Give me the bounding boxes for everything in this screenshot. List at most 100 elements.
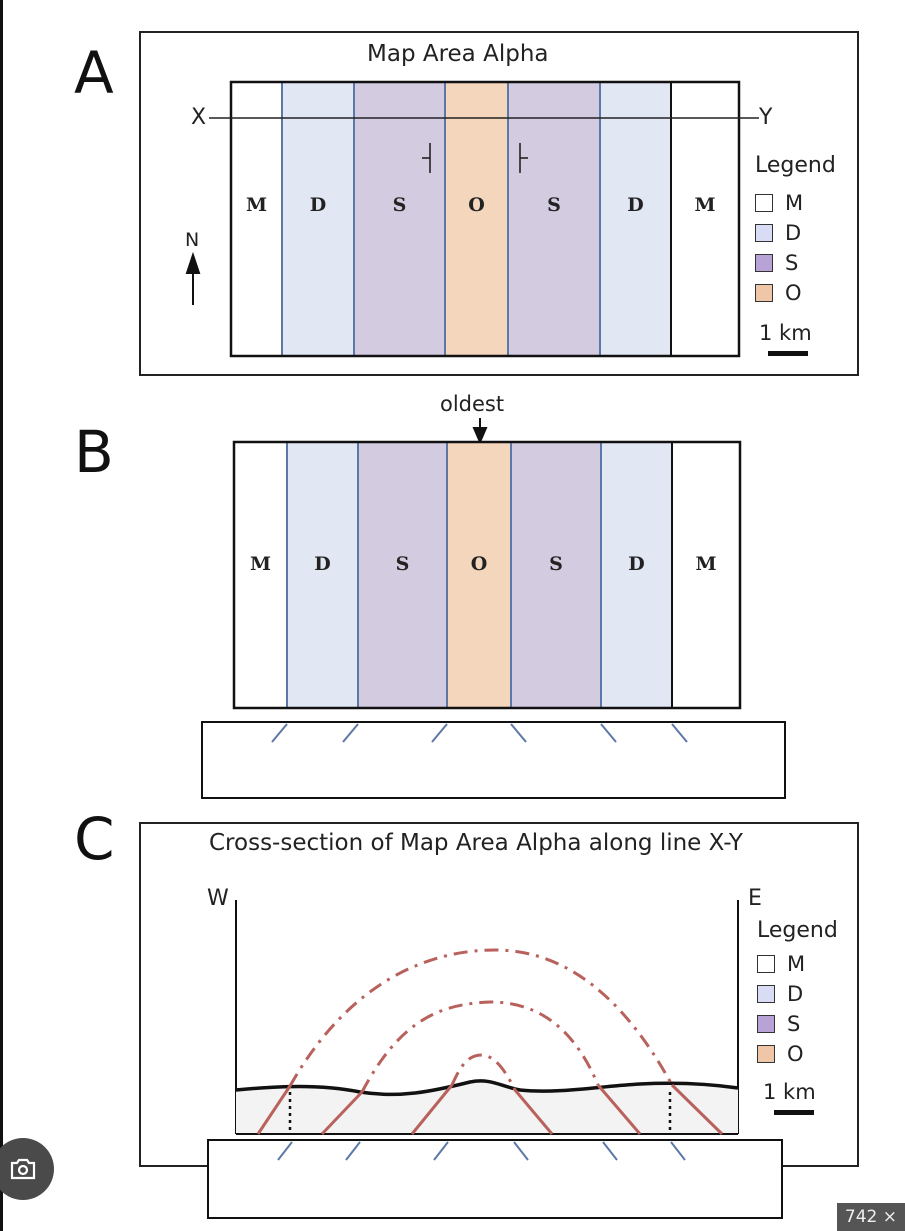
dip-symbol-east [519, 143, 528, 173]
legend-c-label-o: O [787, 1042, 804, 1066]
legend-a-title: Legend [755, 153, 836, 178]
block-c-tick-3 [513, 1141, 529, 1161]
contact-line-5 [596, 1084, 642, 1135]
legend-c-swatch-s [757, 1015, 775, 1033]
east-label: E [748, 886, 762, 911]
north-arrow [185, 251, 201, 305]
map-b-unit-label-1: D [314, 553, 330, 575]
map-b-unit-label-3: O [471, 553, 488, 575]
scale-c-label: 1 km [763, 1080, 816, 1104]
block-c-dip-ticks [277, 1141, 686, 1161]
panel-a-title: Map Area Alpha [367, 41, 549, 67]
legend-c-title: Legend [757, 918, 838, 943]
map-a-map-outline [229, 80, 741, 358]
legend-a-item-d: D [755, 221, 801, 245]
legend-a-label-o: O [785, 281, 802, 305]
window-edge [0, 0, 3, 1231]
dotted-verticals [288, 1092, 672, 1134]
visual-search-button[interactable] [0, 1138, 54, 1200]
dimension-badge: 742 × [836, 1203, 905, 1231]
camera-icon [10, 1158, 36, 1180]
contact-line-3 [410, 1084, 454, 1135]
map-a-unit-label-0: M [246, 194, 267, 216]
block-c-tick-5 [670, 1141, 686, 1161]
map-a-unit-label-1: D [310, 194, 326, 216]
map-a-unit-o-3 [444, 81, 509, 357]
map-a-unit-s-2 [353, 81, 446, 357]
legend-a-swatch-d [755, 224, 773, 242]
map-b-map-outline [232, 440, 742, 710]
panel-c-title: Cross-section of Map Area Alpha along li… [209, 830, 743, 856]
legend-a-item-m: M [755, 191, 803, 215]
block-c-tick-4 [602, 1141, 618, 1161]
block-c [207, 1139, 783, 1219]
fold-trace-outer [288, 948, 674, 1087]
section-ground [236, 1080, 738, 1134]
subsurface-contacts [256, 1083, 724, 1136]
block-b [201, 721, 786, 799]
north-label: N [185, 229, 200, 251]
legend-c-swatch-d [757, 985, 775, 1003]
map-a-unit-label-5: D [627, 194, 643, 216]
legend-c-item-m: M [757, 952, 805, 976]
map-b-unit-s-2 [357, 441, 448, 709]
legend-c-item-o: O [757, 1042, 804, 1066]
topographic-surface [235, 1079, 739, 1097]
oldest-label: oldest [440, 392, 505, 416]
dip-symbol-west [422, 143, 431, 173]
panel-letter-b: B [74, 418, 114, 486]
block-c-tick-0 [277, 1141, 293, 1161]
block-c-tick-1 [345, 1141, 361, 1161]
legend-a-label-d: D [785, 221, 802, 245]
panel-letter-c: C [74, 805, 115, 873]
map-b-unit-label-2: S [396, 553, 410, 575]
map-a-unit-label-2: S [393, 194, 407, 216]
legend-a-swatch-s [755, 254, 773, 272]
map-b-unit-label-6: M [695, 553, 716, 575]
legend-a-label-s: S [785, 251, 799, 275]
legend-a-swatch-m [755, 194, 773, 212]
legend-a-item-o: O [755, 281, 802, 305]
endpoint-x-label: X [191, 105, 207, 130]
contact-line-6 [670, 1083, 724, 1136]
scale-c-bar [774, 1110, 814, 1115]
block-b-tick-2 [431, 723, 448, 743]
map-b-unit-d-5 [600, 441, 673, 709]
block-b-dip-ticks [271, 723, 688, 743]
map-a-unit-label-3: O [468, 194, 485, 216]
legend-c-label-m: M [787, 952, 806, 976]
scale-a-label: 1 km [759, 321, 812, 345]
oldest-arrow [472, 418, 488, 445]
map-a-unit-label-4: S [547, 194, 561, 216]
legend-c-swatch-o [757, 1045, 775, 1063]
panel-letter-a: A [74, 39, 114, 107]
legend-c-item-d: D [757, 982, 803, 1006]
legend-a-swatch-o [755, 284, 773, 302]
west-label: W [207, 886, 229, 911]
legend-c-label-d: D [787, 982, 804, 1006]
block-b-tick-0 [271, 723, 288, 743]
map-b-unit-label-0: M [250, 553, 271, 575]
legend-c-item-s: S [757, 1012, 800, 1036]
block-b-tick-3 [510, 723, 527, 743]
contact-line-1 [256, 1085, 292, 1135]
map-a-unit-label-6: M [694, 194, 715, 216]
fold-trace-middle [360, 1000, 600, 1093]
block-c-tick-2 [433, 1141, 449, 1161]
block-b-tick-1 [342, 723, 359, 743]
legend-a-item-s: S [755, 251, 798, 275]
map-b-unit-label-4: S [549, 553, 563, 575]
legend-c-label-s: S [787, 1012, 801, 1036]
legend-c-swatch-m [757, 955, 775, 973]
endpoint-y-label: Y [759, 105, 773, 130]
block-b-tick-5 [671, 723, 688, 743]
scale-a-bar [768, 351, 808, 356]
block-b-tick-4 [600, 723, 617, 743]
contact-line-2 [320, 1090, 364, 1136]
contact-line-4 [513, 1089, 554, 1135]
